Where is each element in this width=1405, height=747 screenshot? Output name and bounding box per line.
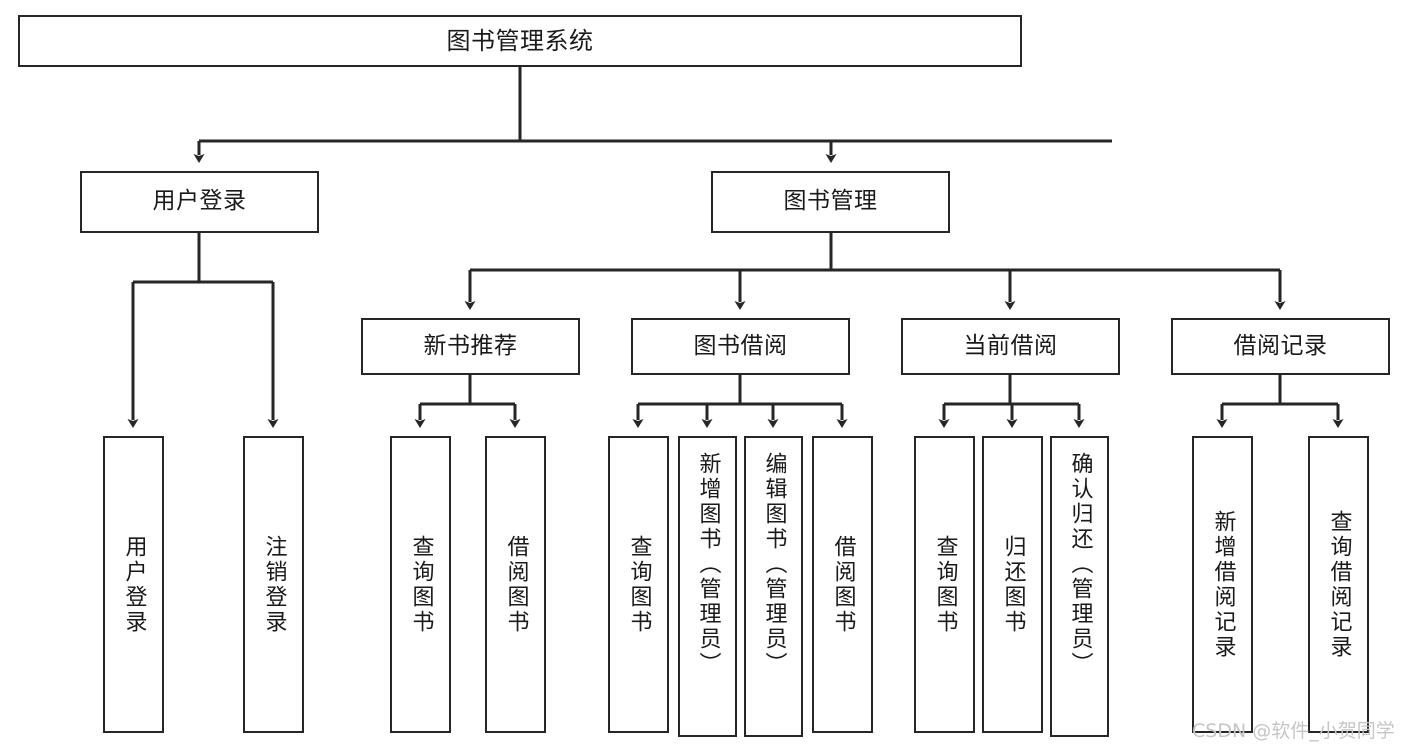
node-new-book-recommend[interactable]: 新书推荐 xyxy=(361,318,580,375)
node-borrow-borrow-book-label: 借阅图书 xyxy=(830,535,856,635)
node-user-login-label: 用户登录 xyxy=(152,188,247,215)
csdn-watermark: CSDN @软件_小贺同学 xyxy=(1192,720,1395,742)
node-current-borrow[interactable]: 当前借阅 xyxy=(901,318,1120,375)
node-rec-borrow-book-label: 借阅图书 xyxy=(503,535,529,635)
node-rec-query-record-label: 查询借阅记录 xyxy=(1326,510,1352,660)
node-rec-query-book[interactable]: 查询图书 xyxy=(390,436,451,733)
node-rec-borrow-book[interactable]: 借阅图书 xyxy=(485,436,546,733)
node-rec-add-record-label: 新增借阅记录 xyxy=(1210,510,1236,660)
node-login-logout[interactable]: 注销登录 xyxy=(243,436,304,733)
node-cur-confirm-return-label: 确认归还（管理员） xyxy=(1067,452,1093,677)
node-cur-return-book-label: 归还图书 xyxy=(1000,535,1026,635)
node-new-book-recommend-label: 新书推荐 xyxy=(423,332,518,359)
node-rec-add-record[interactable]: 新增借阅记录 xyxy=(1192,436,1253,733)
node-current-borrow-label: 当前借阅 xyxy=(963,332,1058,359)
node-rec-query-record[interactable]: 查询借阅记录 xyxy=(1308,436,1369,733)
node-login-query-user[interactable]: 用户登录 xyxy=(103,436,164,733)
node-borrow-add-book[interactable]: 新增图书（管理员） xyxy=(678,436,737,737)
node-borrow-borrow-book[interactable]: 借阅图书 xyxy=(812,436,873,733)
node-borrow-query-book-label: 查询图书 xyxy=(626,535,652,635)
node-borrow-edit-book[interactable]: 编辑图书（管理员） xyxy=(744,436,803,737)
node-book-manage[interactable]: 图书管理 xyxy=(711,171,950,233)
node-cur-return-book[interactable]: 归还图书 xyxy=(982,436,1043,733)
node-cur-query-book-label: 查询图书 xyxy=(932,535,958,635)
node-user-login[interactable]: 用户登录 xyxy=(80,171,319,233)
node-rec-query-book-label: 查询图书 xyxy=(408,535,434,635)
node-login-query-user-label: 用户登录 xyxy=(121,535,147,635)
node-cur-query-book[interactable]: 查询图书 xyxy=(914,436,975,733)
node-book-borrow-label: 图书借阅 xyxy=(693,332,788,359)
node-login-logout-label: 注销登录 xyxy=(261,535,287,635)
node-borrow-add-book-label: 新增图书（管理员） xyxy=(695,452,721,677)
node-borrow-edit-book-label: 编辑图书（管理员） xyxy=(761,452,787,677)
node-borrow-record-label: 借阅记录 xyxy=(1233,332,1328,359)
node-book-manage-label: 图书管理 xyxy=(783,188,878,215)
node-root-label: 图书管理系统 xyxy=(446,26,594,55)
node-root[interactable]: 图书管理系统 xyxy=(18,15,1022,67)
node-book-borrow[interactable]: 图书借阅 xyxy=(631,318,850,375)
node-borrow-record[interactable]: 借阅记录 xyxy=(1171,318,1390,375)
node-borrow-query-book[interactable]: 查询图书 xyxy=(608,436,669,733)
node-cur-confirm-return[interactable]: 确认归还（管理员） xyxy=(1050,436,1109,737)
